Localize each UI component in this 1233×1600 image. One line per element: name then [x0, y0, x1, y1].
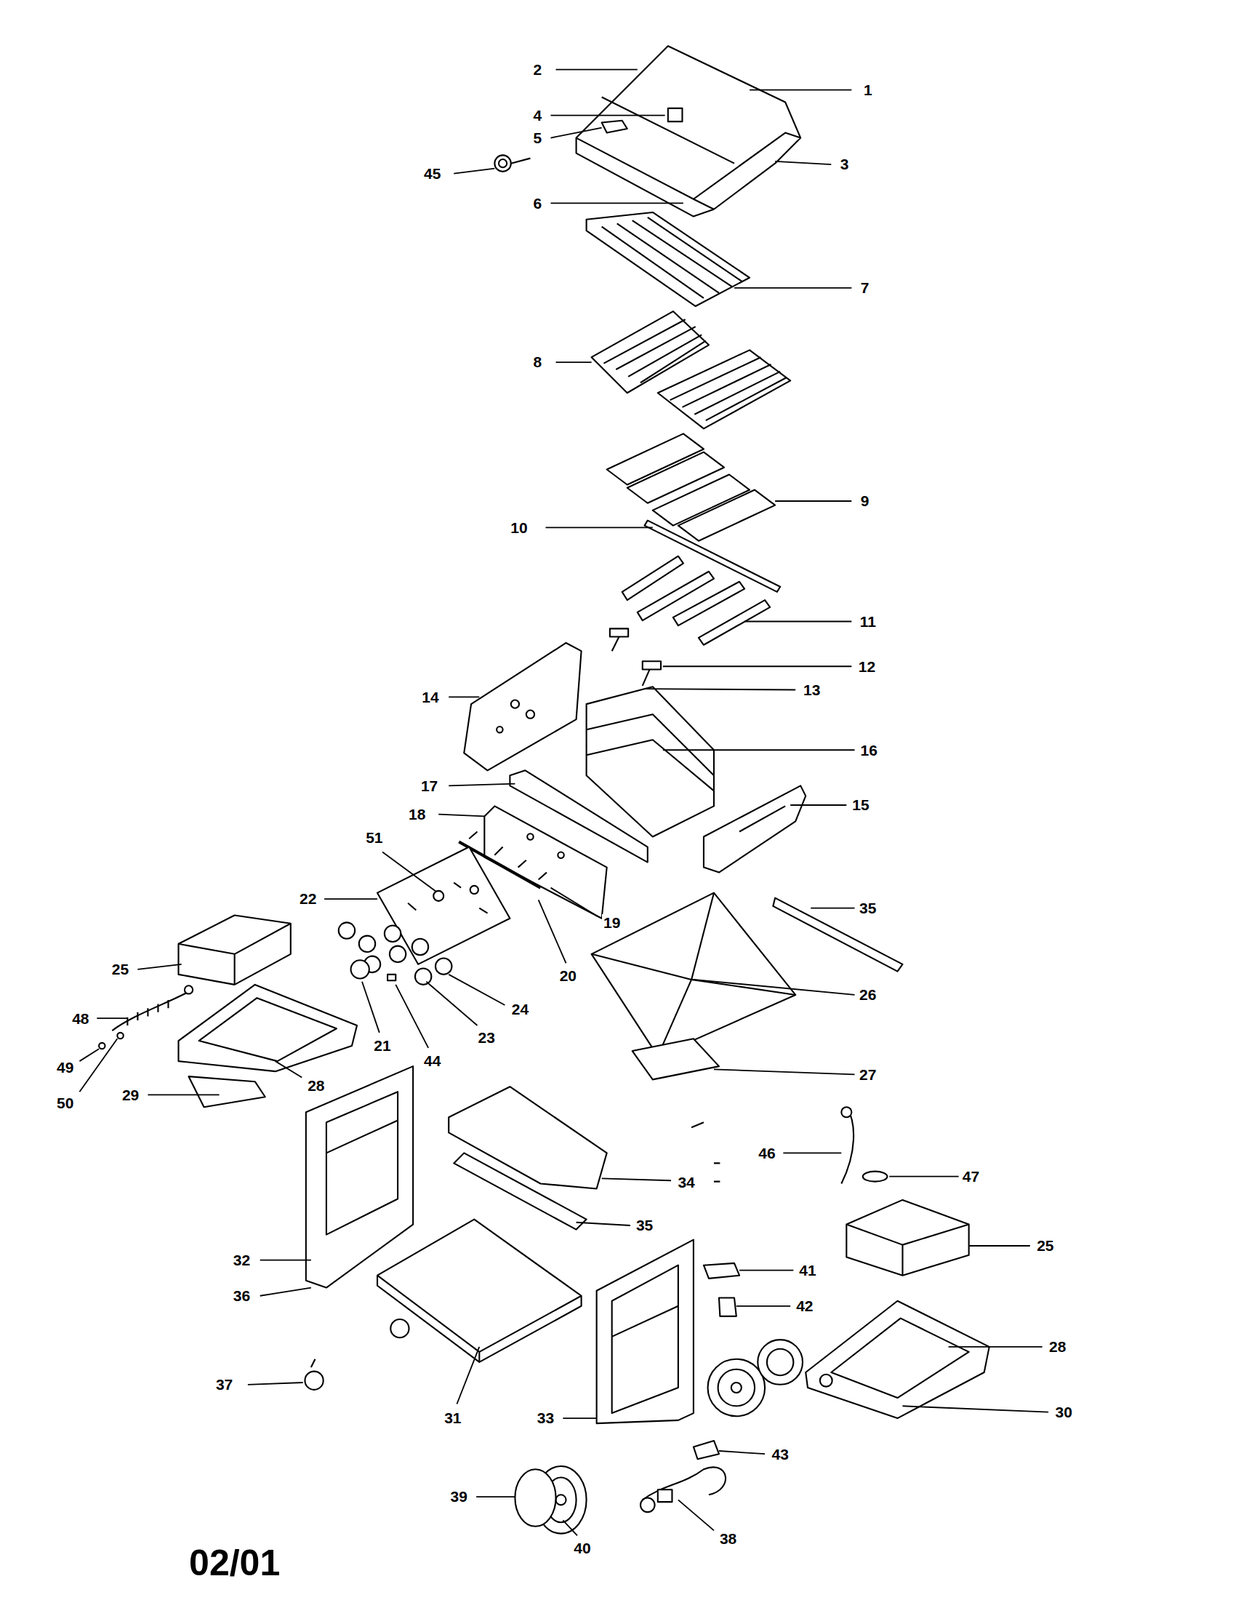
callout-number: 48	[70, 1009, 91, 1027]
callout-number: 46	[756, 1144, 777, 1162]
callout-number: 29	[120, 1086, 141, 1103]
callout-number: 22	[298, 889, 318, 907]
callout-number: 24	[510, 1000, 530, 1018]
callout-number: 12	[857, 657, 877, 675]
callout-number: 30	[1053, 1403, 1074, 1420]
callout-number: 25	[110, 960, 131, 978]
callout-number: 11	[858, 612, 878, 630]
callout-number: 43	[769, 1445, 790, 1463]
callout-number: 41	[797, 1261, 818, 1279]
callout-number: 1	[862, 81, 874, 99]
callout-number: 7	[859, 279, 871, 296]
callout-number: 27	[857, 1065, 878, 1083]
callout-number: 42	[794, 1296, 815, 1314]
callout-number: 28	[306, 1076, 326, 1094]
callout-number: 32	[231, 1251, 252, 1268]
callout-number: 35	[634, 1216, 655, 1233]
callout-number: 10	[508, 519, 529, 536]
callout-number: 35	[857, 899, 878, 917]
callout-number: 3	[838, 155, 851, 173]
callout-number: 17	[419, 777, 440, 794]
callout-number: 39	[449, 1487, 469, 1505]
callout-number: 26	[857, 985, 878, 1003]
callout-number: 16	[859, 741, 879, 759]
callout-number: 38	[718, 1529, 738, 1547]
callout-number: 49	[55, 1058, 75, 1076]
callout-number: 45	[422, 165, 443, 182]
callout-number: 33	[535, 1408, 556, 1426]
date-code: 02/01	[186, 1542, 283, 1582]
callout-number: 23	[476, 1028, 496, 1046]
callout-number: 36	[231, 1286, 252, 1304]
callout-number: 47	[961, 1167, 981, 1185]
callout-number: 9	[859, 492, 871, 509]
callout-number: 40	[572, 1539, 592, 1556]
callout-number: 13	[801, 681, 822, 698]
callout-number: 50	[55, 1094, 75, 1111]
callout-number: 20	[558, 966, 578, 984]
callout-number: 51	[364, 828, 384, 846]
callout-number: 44	[422, 1051, 443, 1069]
callout-number: 34	[676, 1173, 696, 1191]
callout-number: 8	[531, 353, 544, 371]
callout-number: 31	[442, 1408, 463, 1426]
callout-number: 14	[420, 688, 440, 706]
callout-number: 25	[1035, 1236, 1055, 1254]
callout-number: 28	[1047, 1337, 1068, 1355]
callout-number: 18	[407, 805, 427, 823]
callout-number: 4	[531, 106, 544, 124]
callout-number: 5	[531, 129, 544, 147]
callout-number: 6	[531, 194, 544, 212]
callout-number: 21	[372, 1036, 392, 1054]
callout-number: 19	[601, 913, 622, 931]
callout-number: 15	[850, 796, 871, 813]
callout-number: 37	[214, 1375, 235, 1393]
callout-number: 2	[531, 61, 544, 78]
